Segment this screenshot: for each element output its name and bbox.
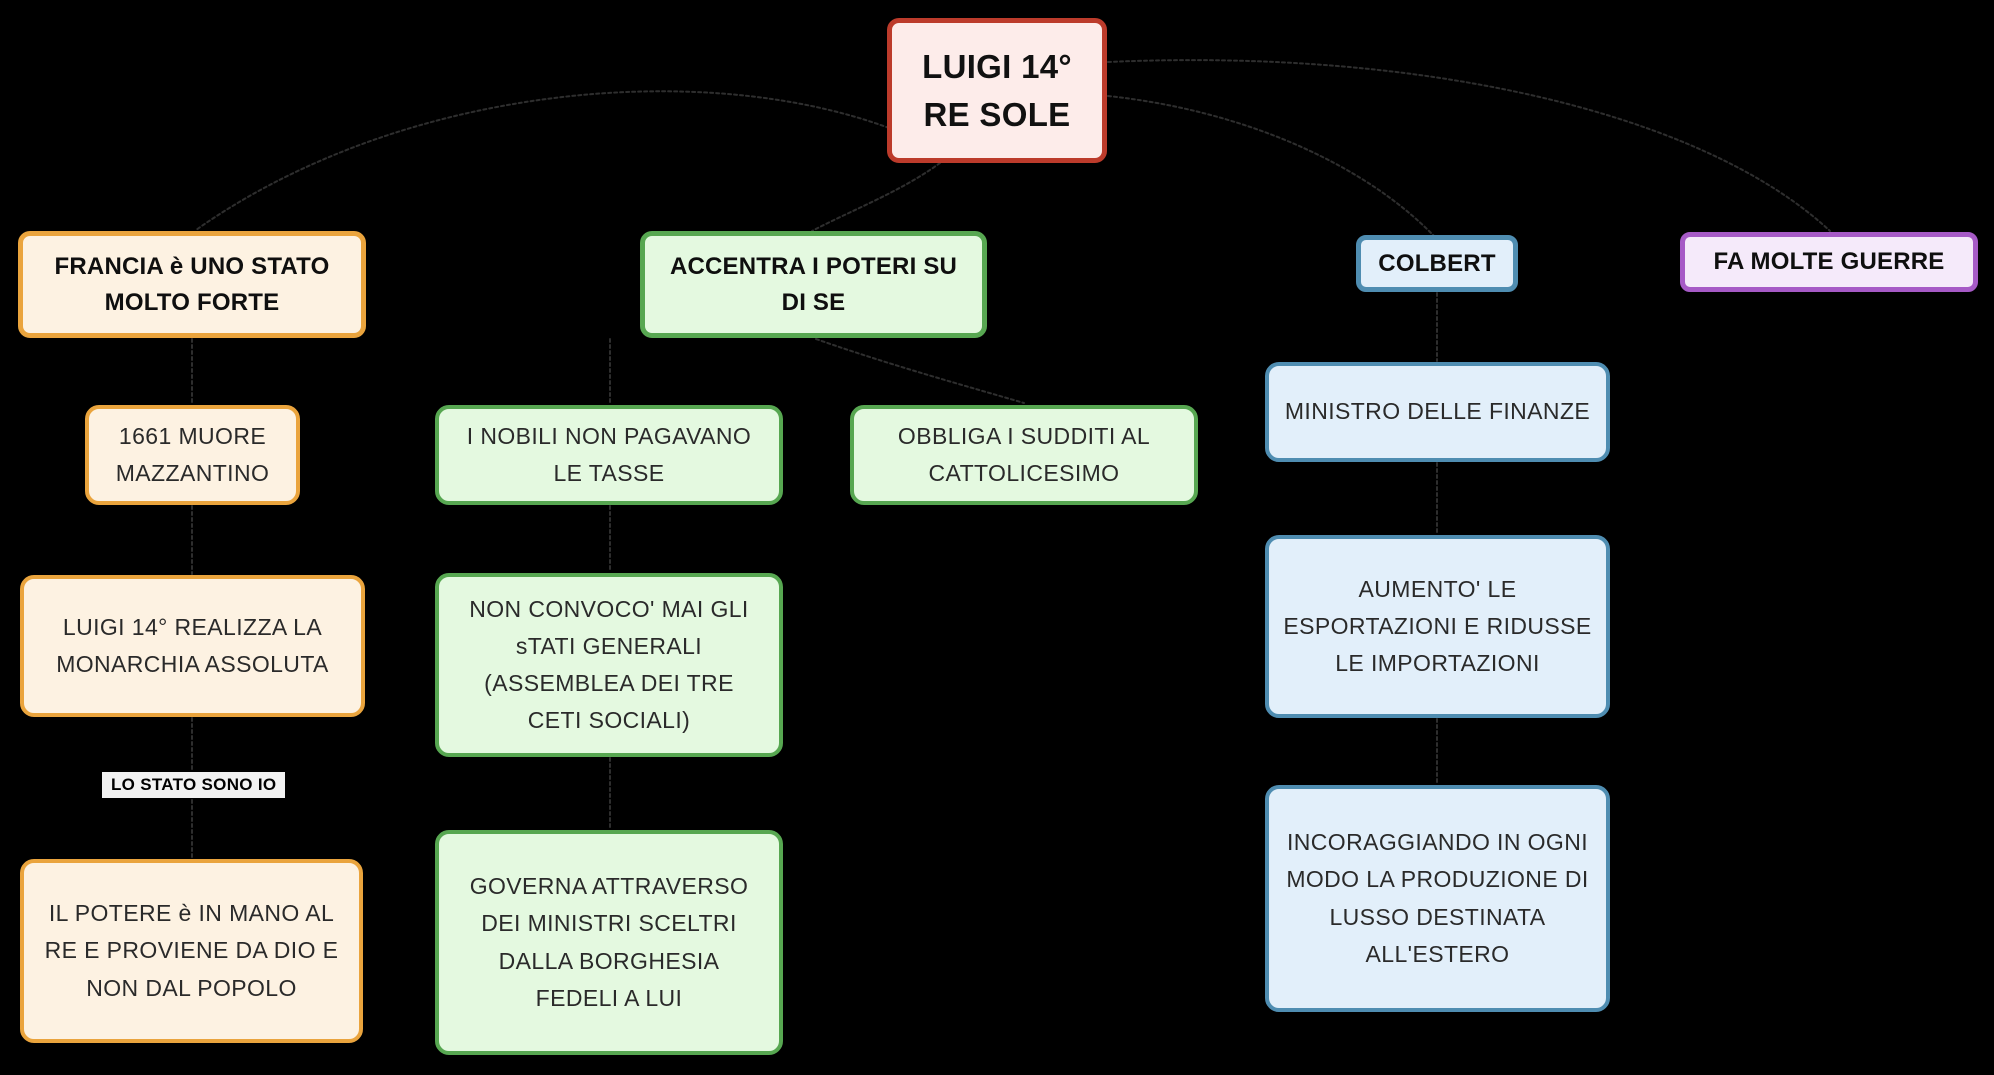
node-aumento-esportazioni-label: AUMENTO' LE ESPORTAZIONI E RIDUSSE LE IM… xyxy=(1283,575,1592,677)
node-luigi-monarchia-assoluta-label: LUIGI 14° REALIZZA LA MONARCHIA ASSOLUTA xyxy=(56,613,329,677)
node-incoraggiando-produzione-lusso[interactable]: INCORAGGIANDO IN OGNI MODO LA PRODUZIONE… xyxy=(1265,785,1610,1012)
node-governa-ministri-borghesia-label: GOVERNA ATTRAVERSO DEI MINISTRI SCELTRI … xyxy=(469,873,749,1011)
node-il-potere-da-dio-label: IL POTERE è IN MANO AL RE E PROVIENE DA … xyxy=(44,900,339,1001)
node-francia-stato-forte[interactable]: FRANCIA è UNO STATO MOLTO FORTE xyxy=(18,231,366,338)
node-lo-stato-sono-io[interactable]: LO STATO SONO IO xyxy=(102,772,286,798)
node-ministro-finanze-label: MINISTRO DELLE FINANZE xyxy=(1284,398,1591,425)
node-nobili-no-tasse[interactable]: I NOBILI NON PAGAVANO LE TASSE xyxy=(435,405,783,505)
edge-root-colbert xyxy=(1107,95,1435,237)
node-ministro-finanze[interactable]: MINISTRO DELLE FINANZE xyxy=(1265,362,1610,462)
node-il-potere-da-dio[interactable]: IL POTERE è IN MANO AL RE E PROVIENE DA … xyxy=(20,859,363,1043)
edge-accentra-obbliga xyxy=(815,338,1025,404)
node-obbliga-cattolicesimo-label: OBBLIGA I SUDDITI AL CATTOLICESIMO xyxy=(897,422,1151,486)
node-obbliga-cattolicesimo[interactable]: OBBLIGA I SUDDITI AL CATTOLICESIMO xyxy=(850,405,1198,505)
node-nobili-no-tasse-label: I NOBILI NON PAGAVANO LE TASSE xyxy=(466,422,752,486)
node-luigi-re-sole-line1: LUIGI 14° xyxy=(922,47,1072,85)
node-colbert-label: COLBERT xyxy=(1378,249,1496,277)
node-lo-stato-sono-io-label: LO STATO SONO IO xyxy=(111,775,277,794)
node-fa-molte-guerre-label: FA MOLTE GUERRE xyxy=(1713,248,1945,275)
edge-root-accentra xyxy=(811,162,941,232)
edge-root-francia xyxy=(195,90,890,231)
node-luigi-re-sole-line2: RE SOLE xyxy=(923,95,1071,133)
edge-root-guerre xyxy=(1107,59,1831,232)
node-accentra-poteri[interactable]: ACCENTRA I POTERI SU DI SE xyxy=(640,231,987,338)
node-fa-molte-guerre[interactable]: FA MOLTE GUERRE xyxy=(1680,232,1978,292)
node-incoraggiando-produzione-lusso-label: INCORAGGIANDO IN OGNI MODO LA PRODUZIONE… xyxy=(1286,829,1589,967)
node-non-convoco-stati-generali[interactable]: NON CONVOCO' MAI GLI sTATI GENERALI (ASS… xyxy=(435,573,783,757)
node-colbert[interactable]: COLBERT xyxy=(1356,235,1518,292)
node-1661-muore-mazzantino-label: 1661 MUORE MAZZANTINO xyxy=(115,422,270,486)
node-accentra-poteri-label: ACCENTRA I POTERI SU DI SE xyxy=(669,252,958,316)
node-luigi-re-sole[interactable]: LUIGI 14° RE SOLE xyxy=(887,18,1107,163)
node-aumento-esportazioni[interactable]: AUMENTO' LE ESPORTAZIONI E RIDUSSE LE IM… xyxy=(1265,535,1610,718)
node-francia-stato-forte-label: FRANCIA è UNO STATO MOLTO FORTE xyxy=(54,252,330,316)
node-non-convoco-stati-generali-label: NON CONVOCO' MAI GLI sTATI GENERALI (ASS… xyxy=(469,595,749,734)
node-1661-muore-mazzantino[interactable]: 1661 MUORE MAZZANTINO xyxy=(85,405,300,505)
node-luigi-monarchia-assoluta[interactable]: LUIGI 14° REALIZZA LA MONARCHIA ASSOLUTA xyxy=(20,575,365,717)
node-governa-ministri-borghesia[interactable]: GOVERNA ATTRAVERSO DEI MINISTRI SCELTRI … xyxy=(435,830,783,1055)
